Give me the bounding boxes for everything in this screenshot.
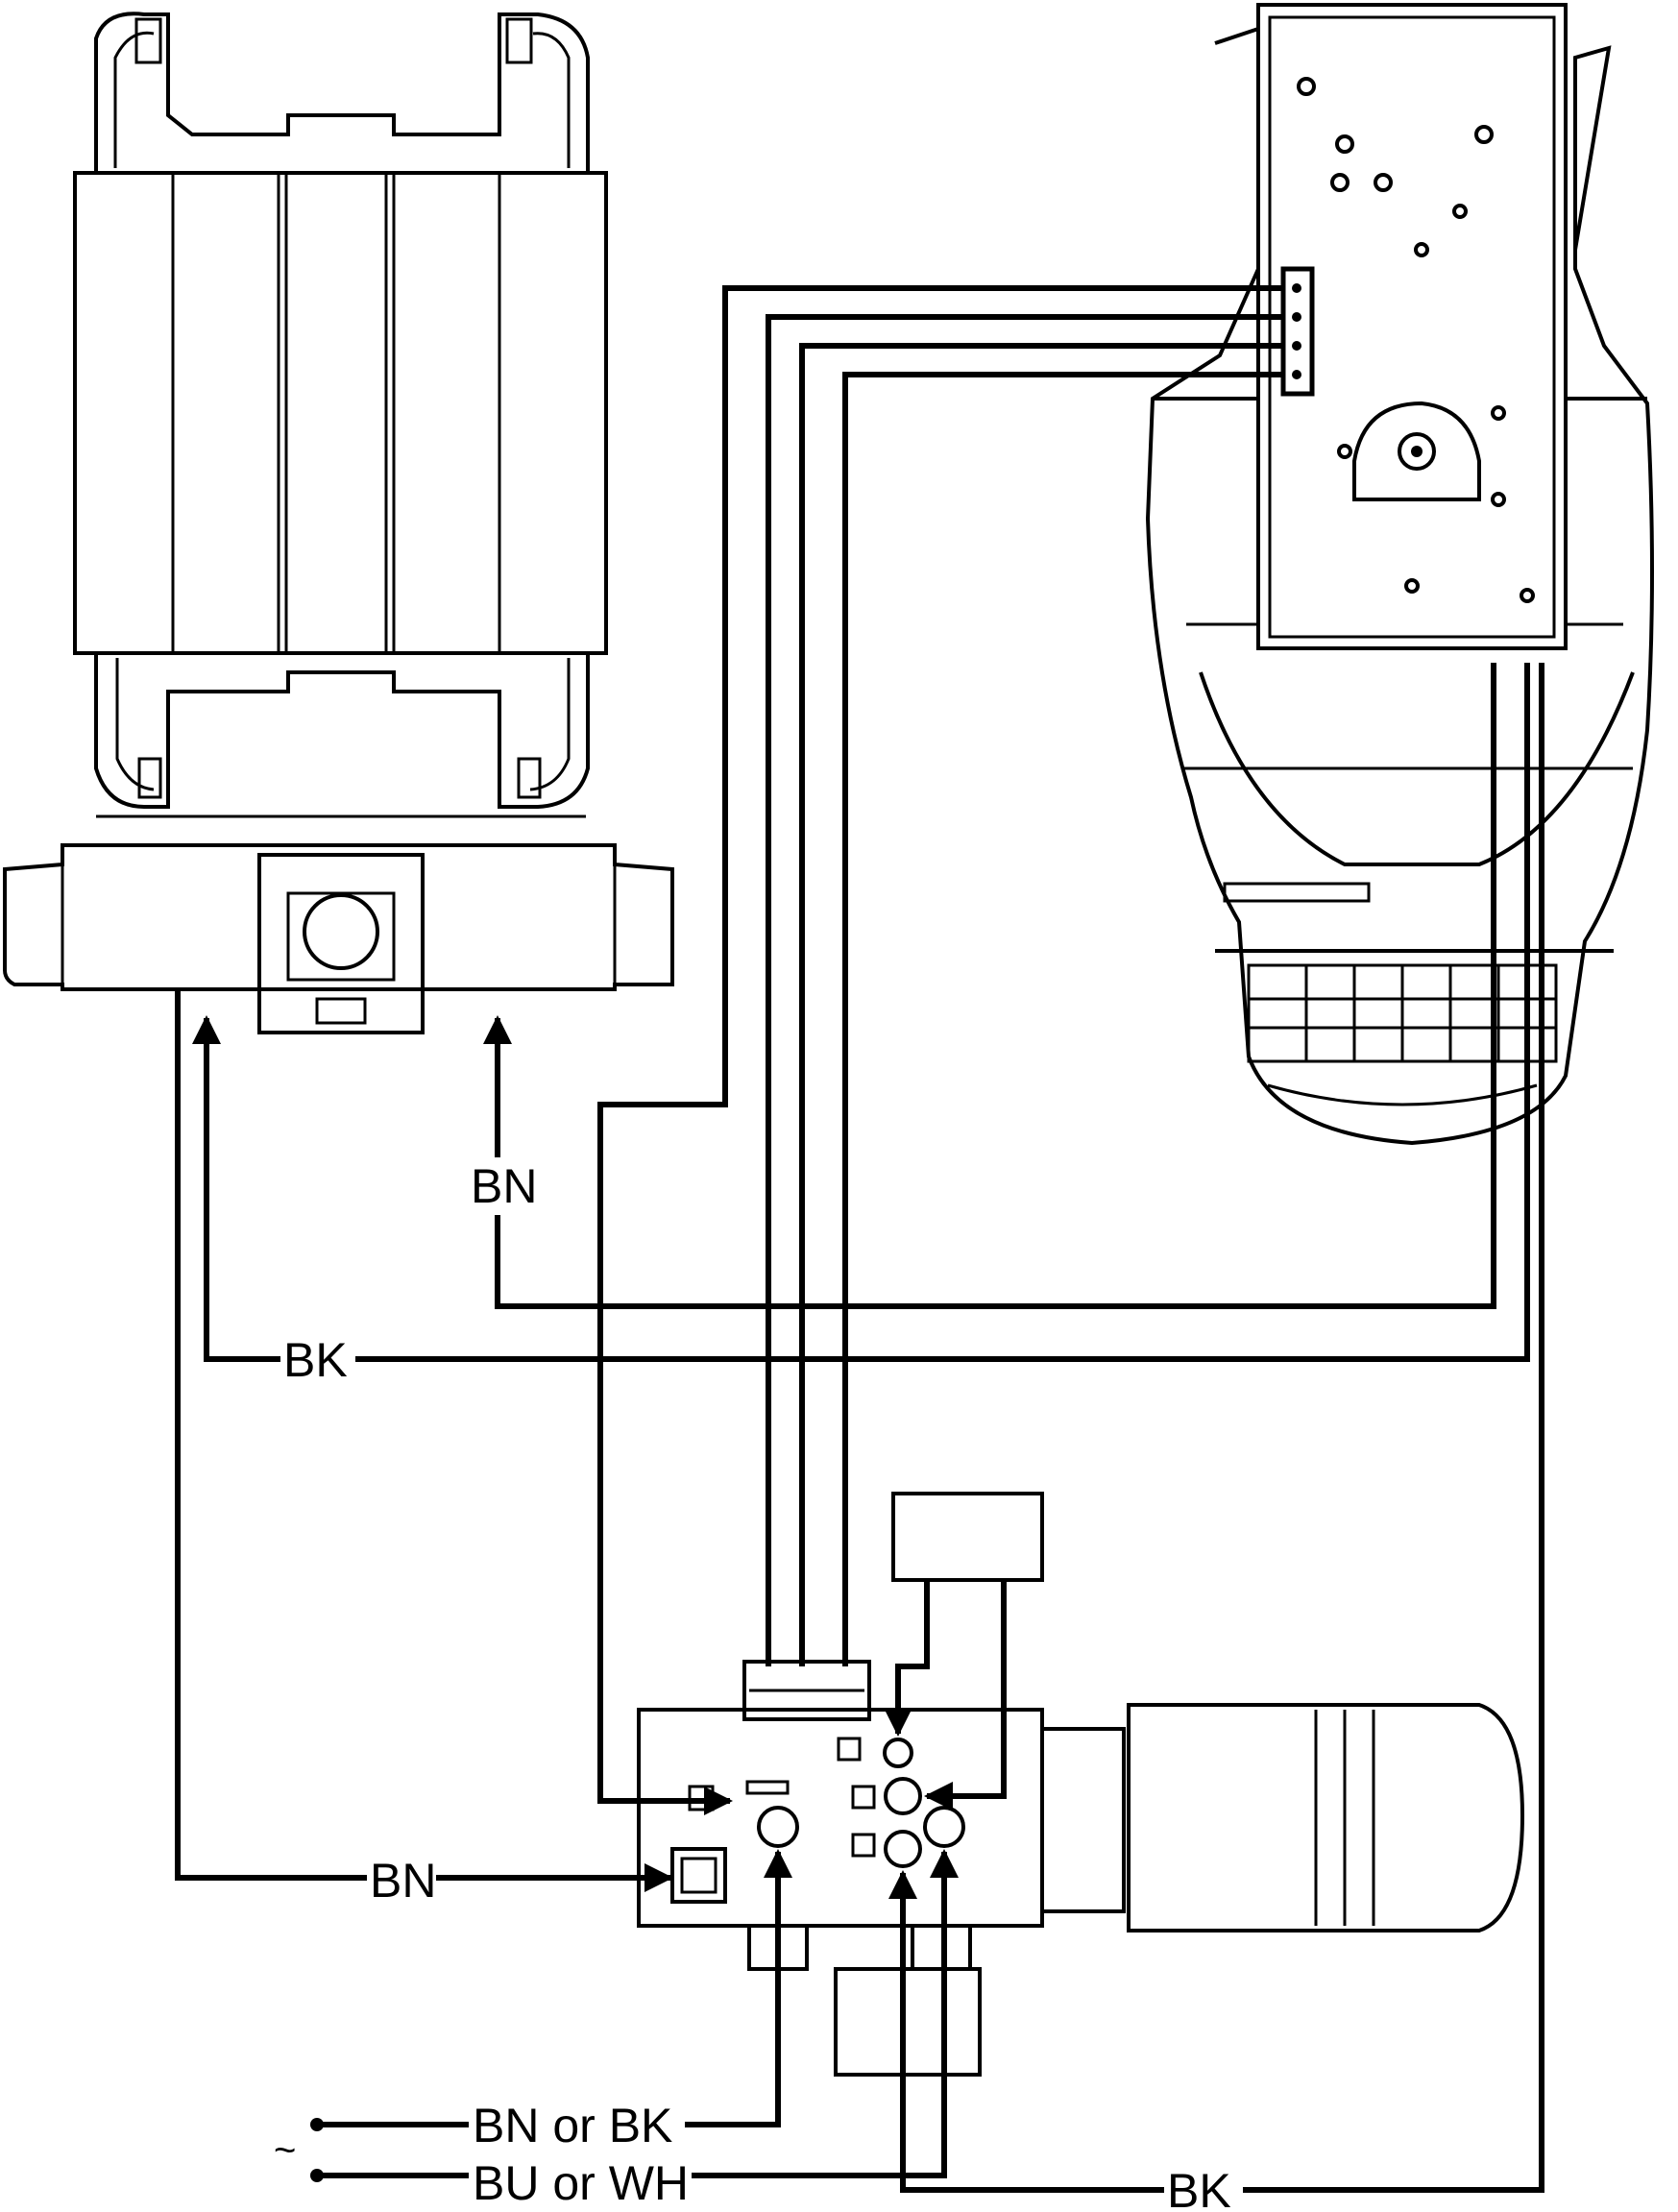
label-bk-bottom: BK <box>1167 2164 1231 2212</box>
ac-symbol: ~ <box>274 2129 296 2172</box>
relay-wire-2 <box>924 1580 1007 1811</box>
wire-bn-terminal <box>175 989 673 1892</box>
supply-dot-line <box>310 2118 324 2131</box>
control-wire-1 <box>597 285 1283 1815</box>
run-capacitor <box>1127 1703 1525 1932</box>
control-wire-3 <box>799 343 1283 1666</box>
relay-wire-1 <box>884 1580 930 1737</box>
control-wire-4 <box>842 372 1283 1666</box>
motor-component <box>3 12 674 1034</box>
label-supply-neutral: BU or WH <box>473 2156 689 2210</box>
control-wire-2 <box>766 314 1283 1666</box>
wire-bk-motor-left <box>192 663 1530 1362</box>
label-bn-top: BN <box>471 1159 537 1213</box>
label-bn-low: BN <box>370 1854 436 1908</box>
supply-dot-neutral <box>310 2169 324 2182</box>
terminal-block <box>637 1492 1126 2077</box>
label-bk-mid: BK <box>283 1333 348 1387</box>
vent-grille <box>1247 963 1558 1063</box>
label-supply-line: BN or BK <box>473 2099 672 2152</box>
control-board-housing <box>1145 3 1654 1146</box>
